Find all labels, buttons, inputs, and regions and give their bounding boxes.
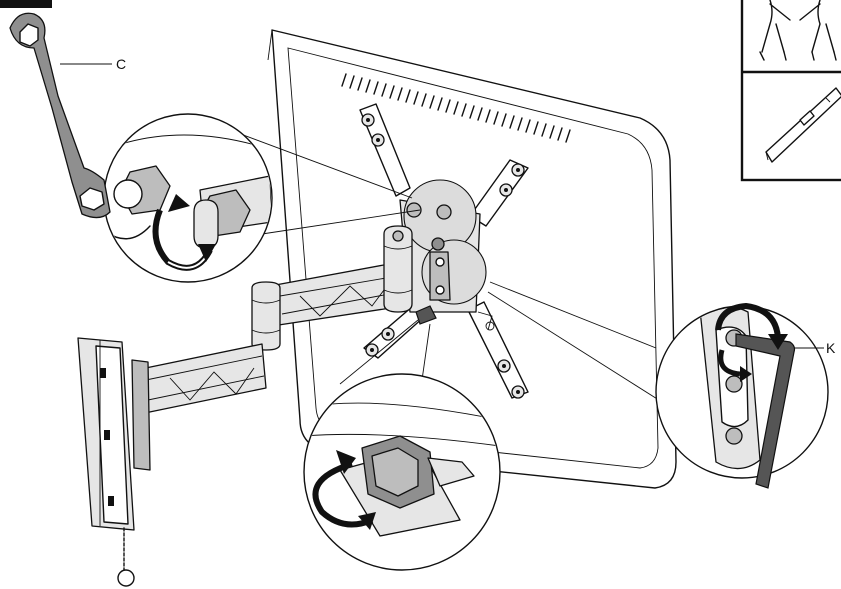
wrench-label: C <box>116 56 126 72</box>
detail-circle-knob <box>303 373 501 571</box>
spirit-level-icon <box>765 87 841 163</box>
wall-arm <box>77 225 413 587</box>
vent-slots <box>341 73 571 143</box>
vesa-bracket <box>359 103 529 399</box>
hexkey-label: K <box>826 340 836 356</box>
detail-circle-hexkey <box>655 302 829 489</box>
wrench-tool <box>9 12 111 219</box>
instruction-panel <box>740 0 841 182</box>
two-person-icon <box>759 0 837 61</box>
corner-tab <box>0 0 52 8</box>
detail-circle-wrench <box>103 113 273 283</box>
